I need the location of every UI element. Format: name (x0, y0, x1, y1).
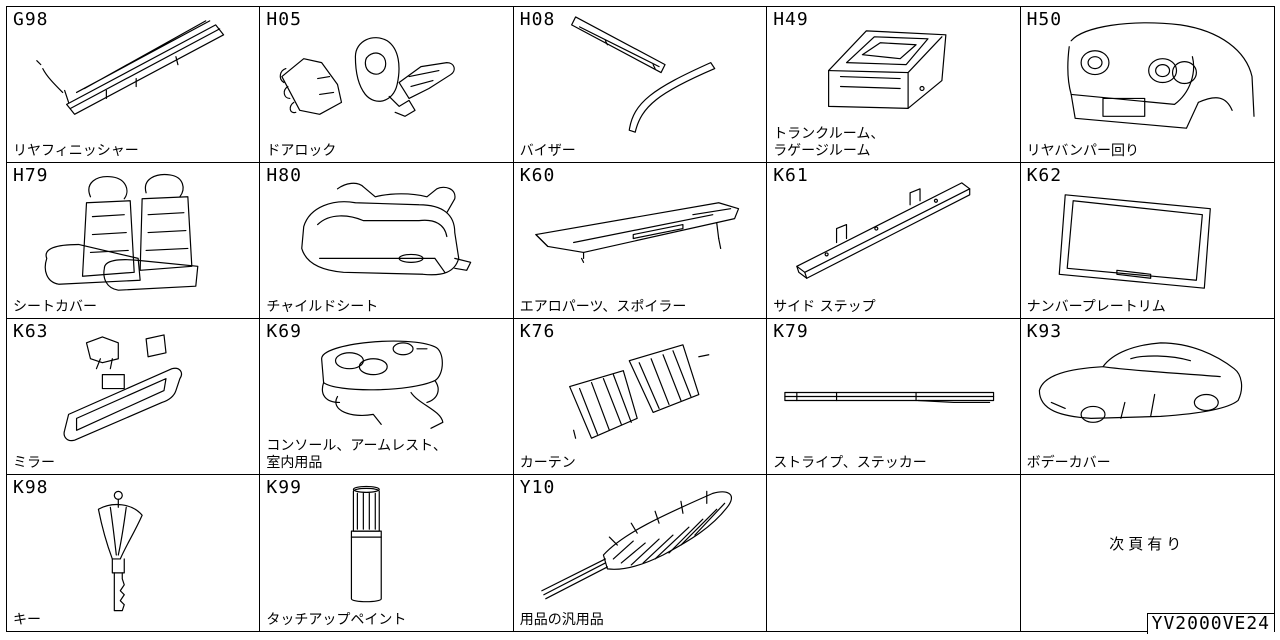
next-page-note[interactable]: 次頁有り (1109, 535, 1186, 553)
cell-empty (767, 475, 1021, 631)
part-code: K61 (773, 165, 809, 186)
stripe-sticker-icon (784, 391, 995, 404)
part-code: H79 (13, 165, 49, 186)
part-label: エアロパーツ、スポイラー (519, 299, 687, 315)
document-id: YV2000VE24 (1146, 613, 1274, 634)
part-code: K79 (773, 321, 809, 342)
part-label: ストライプ、ステッカー (773, 455, 927, 471)
child-seat-icon (301, 182, 472, 276)
part-code: Y10 (519, 477, 556, 498)
part-label: ナンバープレートリム (1026, 299, 1166, 315)
part-code: K76 (519, 321, 556, 342)
visor-icon (570, 16, 716, 133)
part-label: カーテン (519, 455, 576, 471)
cell-k63[interactable]: K63 ミラー (7, 319, 261, 475)
part-label: ボデーカバー (1026, 455, 1111, 471)
cell-k99[interactable]: K99 タッチアップペイント (260, 475, 514, 631)
key-icon (97, 490, 143, 612)
part-code: K69 (266, 321, 302, 342)
seat-cover-icon (44, 173, 199, 291)
cell-h05[interactable]: H05 ドアロック (260, 7, 514, 163)
part-code: K63 (13, 321, 49, 342)
cell-k79[interactable]: K79 ストライプ、ステッカー (767, 319, 1021, 475)
cell-h79[interactable]: H79 シートカバー (7, 163, 261, 319)
part-label: タッチアップペイント (266, 612, 407, 628)
door-lock-icon (280, 37, 456, 117)
cell-k76[interactable]: K76 カーテン (513, 319, 768, 475)
part-code: K62 (1026, 165, 1063, 186)
spoiler-icon (535, 202, 739, 263)
part-code: K60 (519, 165, 556, 186)
cell-h50[interactable]: H50 リヤバンパー回り (1020, 7, 1274, 163)
part-label: コンソール、アームレスト、 室内用品 (266, 438, 447, 471)
touch-up-paint-icon (351, 485, 383, 603)
plate-rim-icon (1058, 194, 1211, 289)
cell-y10[interactable]: Y10 用品の汎用品 (513, 475, 768, 631)
part-code: H05 (266, 9, 302, 30)
part-code: K98 (13, 477, 49, 498)
part-code: H50 (1026, 9, 1063, 30)
part-label: キー (13, 612, 41, 628)
part-label: トランクルーム、 ラゲージルーム (773, 126, 885, 159)
rear-bumper-icon (1066, 22, 1255, 129)
part-label: バイザー (519, 143, 576, 159)
part-label: リヤフィニッシャー (13, 143, 139, 159)
cell-k93[interactable]: K93 ボデーカバー (1020, 319, 1274, 475)
trunk-room-icon (828, 30, 947, 109)
part-label: 用品の汎用品 (519, 612, 604, 628)
cell-k61[interactable]: K61 サイド ステップ (767, 163, 1021, 319)
mirror-icon (63, 334, 183, 442)
part-label: ドアロック (266, 143, 337, 159)
part-label: リヤバンパー回り (1026, 143, 1140, 159)
cell-g98[interactable]: G98 リヤフィニッシャー (7, 7, 261, 163)
cell-h49[interactable]: H49 トランクルーム、 ラゲージルーム (767, 7, 1021, 163)
curtain-icon (568, 344, 710, 439)
cell-k98[interactable]: K98 キー (7, 475, 261, 631)
part-code: G98 (13, 9, 49, 30)
part-label: サイド ステップ (773, 299, 876, 315)
part-label: チャイルドシート (266, 299, 379, 315)
cell-k69[interactable]: K69 コンソール、アームレスト、 室内用品 (260, 319, 514, 475)
part-code: H49 (773, 9, 809, 30)
body-cover-icon (1038, 342, 1242, 423)
rear-finisher-icon (36, 20, 225, 115)
cell-next-page[interactable]: 次頁有り (1020, 475, 1274, 631)
part-label: シートカバー (13, 299, 97, 315)
cell-h08[interactable]: H08 バイザー (513, 7, 768, 163)
part-code: H08 (519, 9, 556, 30)
part-code: K99 (266, 477, 302, 498)
side-step-icon (796, 182, 971, 279)
console-icon (321, 340, 444, 429)
cell-k60[interactable]: K60 エアロパーツ、スポイラー (513, 163, 768, 319)
part-code: K93 (1026, 321, 1063, 342)
part-code: H80 (266, 165, 302, 186)
parts-index-grid: G98 リヤフィニッシャー H05 ドアロック H08 (6, 6, 1275, 632)
cell-h80[interactable]: H80 チャイルドシート (260, 163, 514, 319)
duster-icon (541, 490, 732, 600)
cell-k62[interactable]: K62 ナンバープレートリム (1020, 163, 1274, 319)
part-label: ミラー (13, 455, 55, 471)
